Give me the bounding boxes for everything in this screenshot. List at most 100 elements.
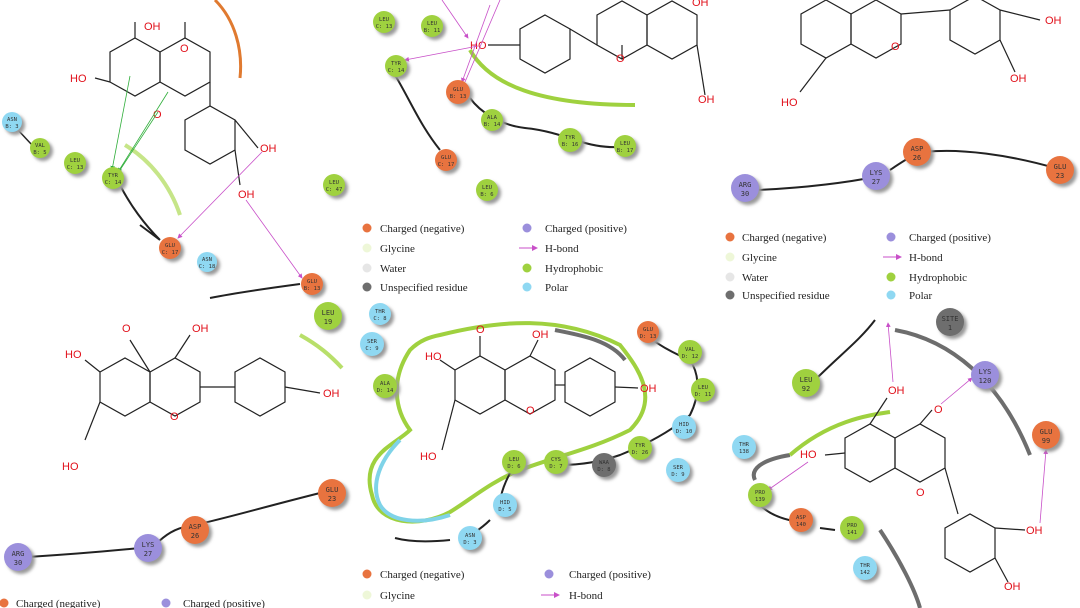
- legend-label: Unspecified residue: [380, 282, 468, 294]
- residue-name: LEU: [322, 309, 335, 317]
- residue-number: 1: [948, 324, 952, 332]
- residue-name: HID: [500, 500, 510, 506]
- atom-label: HO: [70, 73, 87, 85]
- legend-panel-d: Charged (negative) Charged (positive): [0, 598, 265, 608]
- residue-bubble: [30, 138, 50, 158]
- residue-number: D: 13: [640, 334, 657, 340]
- legend-label: Charged (negative): [742, 232, 827, 244]
- atom-label: HO: [425, 351, 442, 363]
- residue-name: LYS: [142, 541, 155, 549]
- residue-name: SER: [673, 465, 684, 471]
- hbond-arrow: [464, 0, 501, 83]
- residue-name: ALA: [487, 115, 498, 121]
- residue-bubble: [301, 273, 323, 295]
- residue-bubble: [373, 11, 395, 33]
- residue-number: 26: [191, 532, 199, 540]
- residue-bubble: [544, 450, 568, 474]
- residue-bubble: [476, 179, 498, 201]
- hbond-arrow: [404, 45, 479, 62]
- legend-label: Glycine: [380, 590, 415, 602]
- residue-bubble: [672, 415, 696, 439]
- atom-label: O: [934, 404, 943, 416]
- atom-label: OH: [1026, 525, 1043, 537]
- residue-bubble: [666, 458, 690, 482]
- residue-bubble: [748, 483, 772, 507]
- atom-label: OH: [1010, 73, 1027, 85]
- residue-bubble: [1046, 156, 1074, 184]
- backbone-chain: [394, 74, 621, 151]
- residue-name: ASN: [465, 533, 475, 539]
- residue-bubble: [181, 516, 209, 544]
- legend-label: Unspecified residue: [742, 290, 830, 302]
- residue-name: GLU: [326, 486, 339, 494]
- residue-name: THR: [375, 309, 386, 315]
- panel-f: OH O HO O OH OH: [751, 319, 1049, 608]
- hbond-arrow: [940, 377, 973, 405]
- residue-bubble: [903, 138, 931, 166]
- legend-label: Glycine: [742, 252, 777, 264]
- residue-name: VAL: [685, 347, 696, 353]
- residue-bubble: [792, 369, 820, 397]
- residue-number: C: 17: [438, 162, 455, 168]
- residue-name: ASP: [796, 515, 807, 521]
- residue-number: D: 11: [695, 392, 712, 398]
- atom-label: OH: [532, 329, 549, 341]
- legend-swatch-charged-positive: [522, 223, 532, 233]
- pocket-outline-gray: [554, 328, 627, 362]
- residue-name: ASN: [7, 117, 17, 123]
- hbond-arrow: [177, 151, 263, 239]
- pocket-outline-orange: [213, 0, 243, 79]
- residue-number: B: 11: [424, 28, 441, 34]
- residue-number: 141: [847, 530, 857, 536]
- residue-bubble: [614, 135, 636, 157]
- residue-number: B: 6: [480, 192, 493, 198]
- legend-panel-e: Charged (negative) Glycine Charged (posi…: [362, 569, 651, 602]
- residue-bubble: [373, 374, 397, 398]
- residue-bubble: [385, 55, 407, 77]
- legend-swatch-unspecified: [725, 290, 735, 300]
- residue-name: GLU: [643, 327, 653, 333]
- ligand-molecule: [799, 0, 1041, 93]
- atom-label: OH: [888, 385, 905, 397]
- residue-number: B: 14: [484, 122, 501, 128]
- residue-number: D: 26: [632, 450, 649, 456]
- residue-number: 120: [979, 377, 992, 385]
- residue-bubble: [628, 436, 652, 460]
- backbone-chain: [119, 184, 301, 299]
- legend-swatch-charged-positive: [886, 232, 896, 242]
- legend-label: Water: [742, 272, 768, 284]
- residue-number: 139: [755, 497, 765, 503]
- residue-number: 27: [144, 550, 152, 558]
- residue-number: 138: [739, 449, 749, 455]
- atom-label: O: [476, 324, 485, 336]
- legend-swatch-polar: [522, 282, 532, 292]
- residue-name: LEU: [482, 185, 492, 191]
- legend-swatch-unspecified: [362, 282, 372, 292]
- legend-label: Polar: [909, 290, 933, 302]
- residue-name: LEU: [509, 457, 519, 463]
- residue-bubble: [369, 303, 391, 325]
- panel-e: O OH HO O OH HO: [367, 321, 699, 543]
- residue-number: C: 17: [162, 250, 179, 256]
- residue-number: D: 7: [549, 464, 562, 470]
- atom-label: OH: [192, 323, 209, 335]
- atom-label: O: [616, 53, 625, 65]
- residue-bubble: [558, 128, 582, 152]
- residue-bubble: [731, 174, 759, 202]
- legend-swatch-water: [725, 272, 735, 282]
- residue-bubble: [592, 453, 616, 477]
